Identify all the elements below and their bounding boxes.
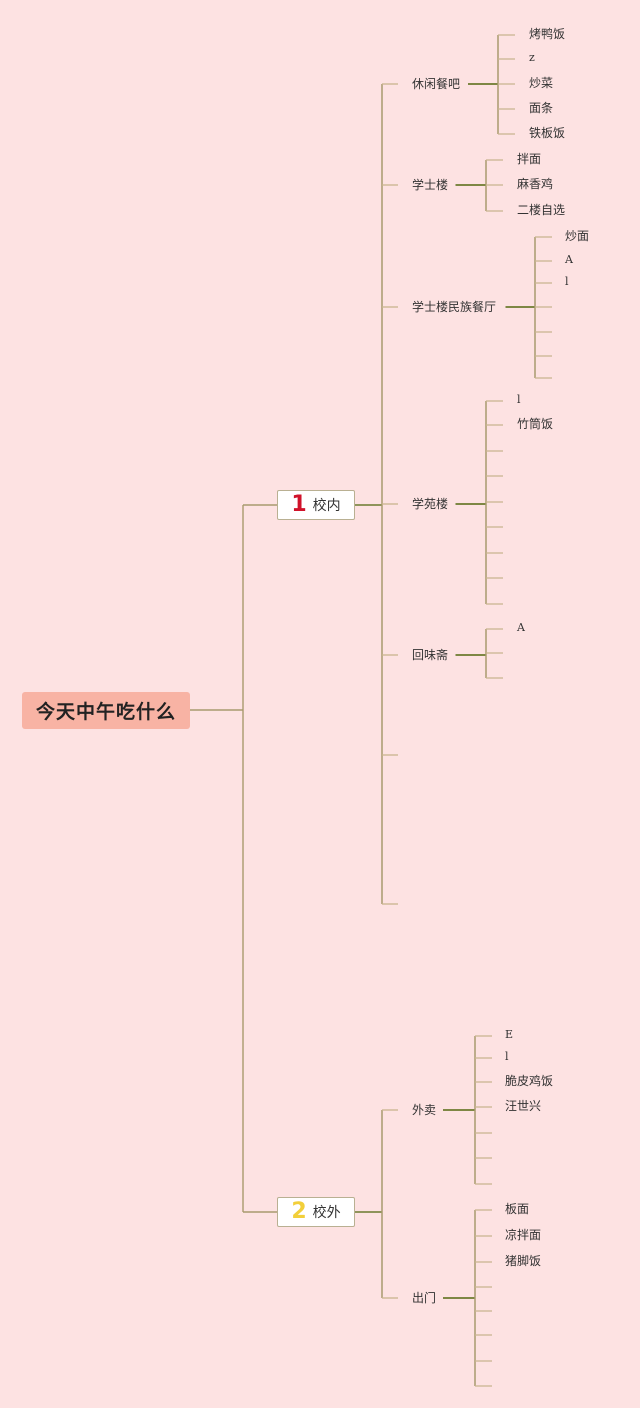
leaf-topic[interactable]: 炒面 [565, 229, 590, 243]
subtopic-0-2[interactable]: 学士楼民族餐厅 [412, 300, 497, 314]
leaf-topic[interactable]: 铁板饭 [529, 126, 566, 140]
leaf-topic[interactable]: 汪世兴 [505, 1099, 542, 1113]
leaf-topic[interactable]: 凉拌面 [505, 1228, 542, 1242]
leaf-topic[interactable]: z [529, 51, 535, 64]
leaf-topic[interactable]: 炒菜 [529, 76, 554, 90]
root-topic[interactable]: 今天中午吃什么 [22, 692, 190, 729]
leaf-topic[interactable]: 竹筒饭 [517, 417, 554, 431]
leaf-topic[interactable]: 脆皮鸡饭 [505, 1074, 554, 1088]
subtopic-0-4[interactable]: 回味斋 [412, 648, 449, 662]
category-label: 校内 [312, 498, 341, 514]
subtopic-1-0[interactable]: 外卖 [412, 1103, 437, 1117]
root-topic-label: 今天中午吃什么 [35, 701, 176, 723]
leaf-topic[interactable]: 麻香鸡 [517, 177, 554, 191]
leaf-topic[interactable]: 拌面 [517, 152, 542, 166]
leaf-topic[interactable]: l [517, 393, 521, 406]
category-campus-outside[interactable]: 2 校外 [277, 1197, 355, 1227]
category-number-badge: 2 [291, 1199, 307, 1224]
subtopic-0-1[interactable]: 学士楼 [412, 178, 449, 192]
leaf-topic[interactable]: 二楼自选 [517, 203, 566, 217]
subtopic-1-1[interactable]: 出门 [412, 1291, 437, 1305]
leaf-topic[interactable]: 板面 [505, 1202, 530, 1216]
category-number-badge: 1 [291, 492, 307, 517]
leaf-topic[interactable]: l [565, 275, 569, 288]
leaf-topic[interactable]: 猪脚饭 [505, 1254, 542, 1268]
category-label: 校外 [312, 1205, 341, 1221]
subtopic-0-3[interactable]: 学苑楼 [412, 497, 449, 511]
leaf-topic[interactable]: A [517, 621, 525, 634]
leaf-topic[interactable]: 烤鸭饭 [529, 27, 566, 41]
leaf-topic[interactable]: A [565, 253, 573, 266]
leaf-topic[interactable]: 面条 [529, 101, 554, 115]
subtopic-0-0[interactable]: 休闲餐吧 [412, 77, 461, 91]
leaf-topic[interactable]: E [505, 1028, 514, 1041]
leaf-topic[interactable]: l [505, 1050, 509, 1063]
category-campus-inside[interactable]: 1 校内 [277, 490, 355, 520]
